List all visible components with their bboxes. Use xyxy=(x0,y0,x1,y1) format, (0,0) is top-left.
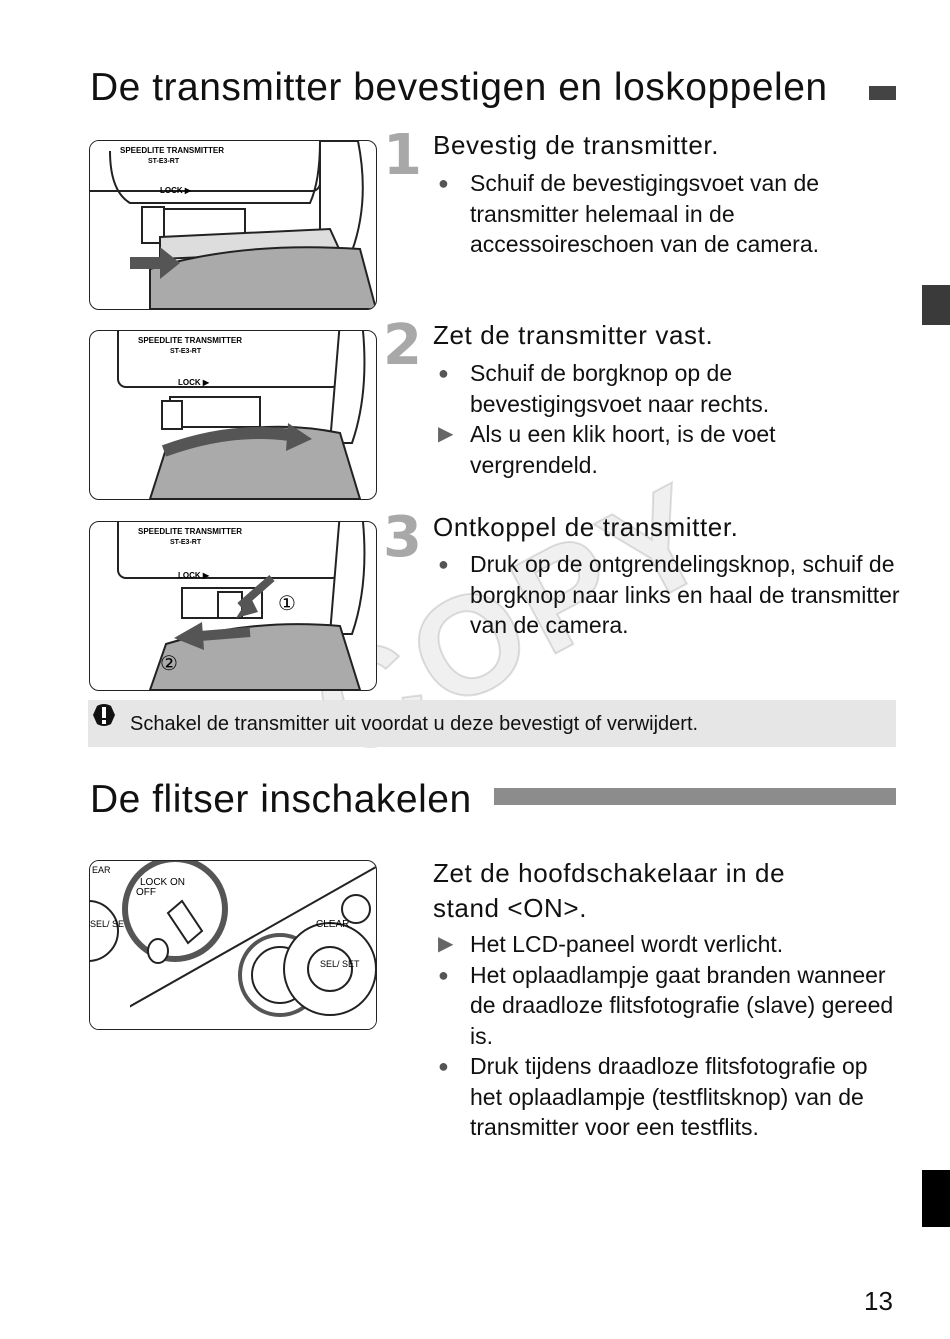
callout-1: ① xyxy=(278,591,296,615)
sel-set-label-left: SEL/ SET xyxy=(90,919,130,929)
list-item-text: Het LCD-paneel wordt verlicht. xyxy=(470,931,784,957)
list-item: ▶ Als u een klik hoort, is de voet vergr… xyxy=(432,419,902,480)
list-item: ● Het oplaadlampje gaat branden wanneer … xyxy=(432,960,902,1052)
bullet-icon: ● xyxy=(438,1056,449,1076)
list-item-text: Als u een klik hoort, is de voet vergren… xyxy=(470,421,776,478)
lock-label: LOCK ▶ xyxy=(178,571,210,580)
step-title-2: Zet de transmitter vast. xyxy=(433,320,714,350)
power-step-title-line1: Zet de hoofdschakelaar in de xyxy=(433,858,786,888)
product-label: SPEEDLITE TRANSMITTER xyxy=(138,336,242,345)
clear-label-left: EAR xyxy=(92,865,111,875)
heading-bar xyxy=(494,788,896,805)
caution-text: Schakel de transmitter uit voordat u dez… xyxy=(130,713,699,735)
section-title-attach: De transmitter bevestigen en loskoppelen xyxy=(90,66,828,109)
off-switch-label: OFF xyxy=(136,887,156,898)
chapter-tab xyxy=(922,285,950,325)
power-switch-drawing: EAR SEL/ SET LOCK ON OFF SEL/ SET CLEAR xyxy=(90,861,376,1029)
illustration-power-switch: EAR SEL/ SET LOCK ON OFF SEL/ SET CLEAR xyxy=(89,860,377,1030)
bullet-icon: ● xyxy=(438,554,449,574)
lock-label: LOCK ▶ xyxy=(178,378,210,387)
bullet-icon: ● xyxy=(438,173,449,193)
list-item: ● Schuif de bevestigingsvoet van de tran… xyxy=(432,168,902,260)
section-title-power: De flitser inschakelen xyxy=(90,778,472,821)
transmitter-attach-drawing: SPEEDLITE TRANSMITTER ST-E3-RT LOCK ▶ xyxy=(90,141,376,309)
step-3-list: ● Druk op de ontgrendelingsknop, schuif … xyxy=(432,549,902,641)
list-item-text: Het oplaadlampje gaat branden wanneer de… xyxy=(470,961,894,1049)
list-item: ● Druk op de ontgrendelingsknop, schuif … xyxy=(432,549,902,641)
step-2-list: ● Schuif de borgknop op de bevestigingsv… xyxy=(432,358,902,480)
list-item: ● Schuif de borgknop op de bevestigingsv… xyxy=(432,358,902,419)
power-step-list: ▶ Het LCD-paneel wordt verlicht. ● Het o… xyxy=(432,929,902,1143)
list-item-text: Druk op de ontgrendelingsknop, schuif de… xyxy=(470,551,900,638)
transmitter-detach-drawing: SPEEDLITE TRANSMITTER ST-E3-RT LOCK ▶ ① … xyxy=(117,522,366,690)
step-number-3: 3 xyxy=(383,505,422,570)
lock-switch-label: LOCK xyxy=(140,877,168,888)
list-item-text: Druk tijdens draadloze flitsfotografie o… xyxy=(470,1053,868,1140)
callout-2: ② xyxy=(160,651,178,675)
caution-icon xyxy=(93,704,115,726)
illustration-attach: SPEEDLITE TRANSMITTER ST-E3-RT LOCK ▶ xyxy=(89,140,377,310)
transmitter-lock-drawing: SPEEDLITE TRANSMITTER ST-E3-RT LOCK ▶ xyxy=(117,331,366,499)
step-number-2: 2 xyxy=(383,313,422,378)
chapter-tab-black xyxy=(922,1170,950,1227)
list-item-text: Schuif de bevestigingsvoet van de transm… xyxy=(470,170,820,257)
caution-box: Schakel de transmitter uit voordat u dez… xyxy=(88,700,896,747)
step-number-1: 1 xyxy=(383,123,422,188)
product-label: SPEEDLITE TRANSMITTER xyxy=(138,527,242,536)
list-item: ● Druk tijdens draadloze flitsfotografie… xyxy=(432,1051,902,1143)
power-step-title-line2: stand <ON>. xyxy=(433,893,588,923)
bullet-icon: ● xyxy=(438,363,449,383)
step-title-1: Bevestig de transmitter. xyxy=(433,130,720,160)
clear-label: CLEAR xyxy=(316,919,349,930)
model-label: ST-E3-RT xyxy=(148,158,180,165)
result-arrow-icon: ▶ xyxy=(438,933,454,955)
illustration-detach: SPEEDLITE TRANSMITTER ST-E3-RT LOCK ▶ ① … xyxy=(89,521,377,691)
on-switch-label: ON xyxy=(170,877,185,888)
step-1-list: ● Schuif de bevestigingsvoet van de tran… xyxy=(432,168,902,260)
model-label: ST-E3-RT xyxy=(170,539,202,546)
lock-label: LOCK ▶ xyxy=(160,186,192,195)
model-label: ST-E3-RT xyxy=(170,348,202,355)
sel-set-label: SEL/ SET xyxy=(320,959,360,969)
page-number: 13 xyxy=(864,1286,893,1316)
bullet-icon: ● xyxy=(438,964,449,985)
result-arrow-icon: ▶ xyxy=(438,423,454,445)
step-title-3: Ontkoppel de transmitter. xyxy=(433,512,739,542)
list-item-text: Schuif de borgknop op de bevestigingsvoe… xyxy=(470,360,770,417)
product-label: SPEEDLITE TRANSMITTER xyxy=(120,146,224,155)
list-item: ▶ Het LCD-paneel wordt verlicht. xyxy=(432,929,902,960)
heading-bar xyxy=(869,86,896,100)
illustration-lock: SPEEDLITE TRANSMITTER ST-E3-RT LOCK ▶ xyxy=(89,330,377,500)
